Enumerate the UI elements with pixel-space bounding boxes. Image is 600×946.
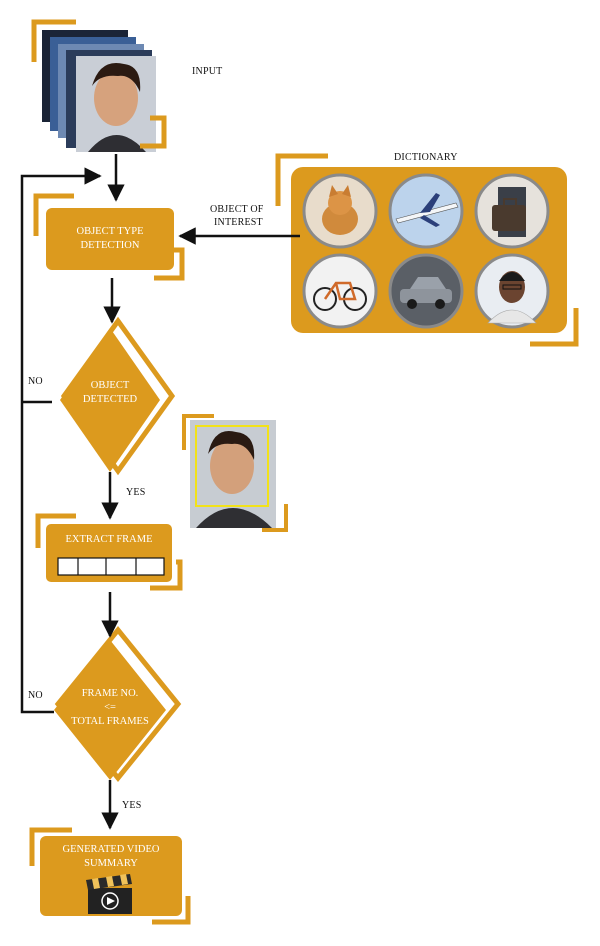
loop-back-line (20, 167, 102, 714)
node-label: <= (104, 702, 116, 713)
extract-frame-text: EXTRACT FRAME (65, 534, 153, 545)
car-photo-icon (388, 253, 464, 329)
cat-photo-icon (302, 173, 378, 249)
dictionary-label: DICTIONARY (394, 152, 458, 163)
person-photo-icon (474, 253, 550, 329)
object-type-detection-box (33, 193, 185, 281)
input-label: INPUT (192, 66, 223, 77)
airplane-photo-icon (388, 173, 464, 249)
node-label: OBJECT (90, 380, 130, 391)
node-label: SUMMARY (84, 858, 138, 869)
briefcase-photo-icon (474, 173, 550, 249)
node-label: TOTAL FRAMES (71, 716, 149, 727)
input-image-stack (31, 19, 167, 152)
yes-label-2: YES (122, 800, 142, 811)
frame-strip (57, 557, 165, 576)
node-label: FRAME NO. (81, 688, 139, 699)
node-label: GENERATED VIDEO (62, 844, 160, 855)
frame-check-diamond (54, 626, 182, 782)
yes-label-1: YES (126, 487, 146, 498)
frame-check-text: FRAME NO. <= TOTAL FRAMES (54, 687, 166, 729)
extract-frame-box (35, 513, 183, 591)
object-detected-diamond (60, 316, 176, 476)
input-face-photo (76, 56, 156, 152)
node-label: DETECTION (80, 240, 140, 251)
bicycle-photo-icon (302, 253, 378, 329)
summary-box (29, 827, 191, 925)
object-type-detection-text: OBJECT TYPE DETECTION (46, 225, 174, 253)
summary-text: GENERATED VIDEO SUMMARY (40, 843, 182, 871)
node-label: OBJECT TYPE (76, 226, 144, 237)
object-of-interest-label-2: INTEREST (214, 217, 263, 228)
object-of-interest-label-1: OBJECT OF (210, 204, 264, 215)
node-label: DETECTED (82, 394, 138, 405)
connectors (20, 154, 300, 830)
object-detected-text: OBJECT DETECTED (60, 379, 160, 407)
no-label-1: NO (28, 376, 43, 387)
video-clapper-play-icon (86, 874, 132, 914)
detected-frame-image (182, 414, 288, 532)
no-label-2: NO (28, 690, 43, 701)
detection-bounding-box (195, 425, 269, 507)
